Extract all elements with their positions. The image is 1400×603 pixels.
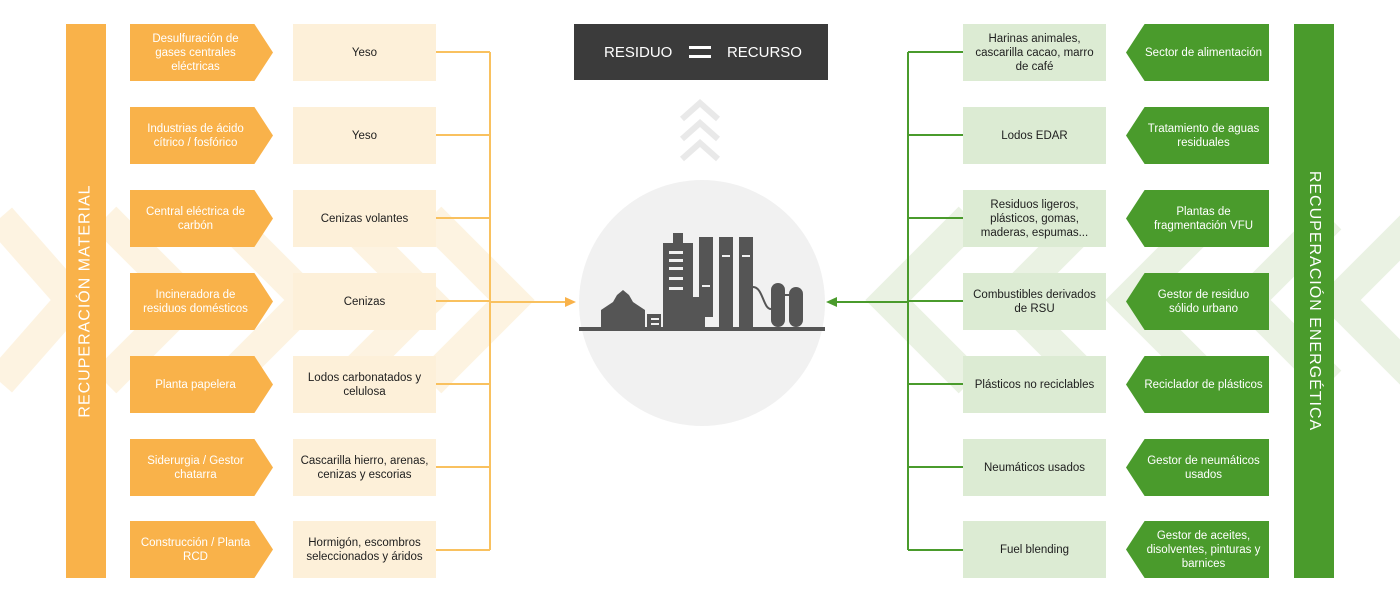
energy-residue-box: Residuos ligeros, plásticos, gomas, made…	[963, 190, 1106, 247]
material-source-box: Incineradora de residuos domésticos	[130, 273, 273, 330]
energy-source-box: Gestor de neumáticos usados	[1126, 439, 1269, 496]
energy-source-box: Gestor de aceites, disolventes, pinturas…	[1126, 521, 1269, 578]
material-source-box: Central eléctrica de carbón	[130, 190, 273, 247]
material-source-box: Siderurgia / Gestor chatarra	[130, 439, 273, 496]
chevron-up-icon	[680, 98, 720, 162]
bg-chevron-right-1	[865, 206, 982, 394]
bg-chevron-right-5	[1315, 215, 1400, 385]
left-arrowhead	[565, 297, 576, 307]
equals-icon	[688, 46, 711, 58]
energy-residue-box: Harinas animales, cascarilla cacao, marr…	[963, 24, 1106, 81]
energy-residue-box: Neumáticos usados	[963, 439, 1106, 496]
material-source-box: Planta papelera	[130, 356, 273, 413]
bg-chevron-left-5	[418, 206, 535, 394]
energy-source-box: Reciclador de plásticos	[1126, 356, 1269, 413]
energy-residue-box: Combustibles derivados de RSU	[963, 273, 1106, 330]
material-recovery-bar: RECUPERACIÓN MATERIAL	[66, 24, 106, 578]
material-residue-box: Cenizas volantes	[293, 190, 436, 247]
material-residue-box: Yeso	[293, 107, 436, 164]
material-residue-box: Cenizas	[293, 273, 436, 330]
material-source-box: Desulfuración de gases centrales eléctri…	[130, 24, 273, 81]
material-residue-box: Cascarilla hierro, arenas, cenizas y esc…	[293, 439, 436, 496]
energy-source-box: Tratamiento de aguas residuales	[1126, 107, 1269, 164]
right-arrowhead	[826, 297, 837, 307]
factory-icon	[579, 233, 825, 331]
energy-source-box: Plantas de fragmentación VFU	[1126, 190, 1269, 247]
energy-residue-box: Fuel blending	[963, 521, 1106, 578]
residue-equals-resource-banner: RESIDUO RECURSO	[574, 24, 828, 80]
energy-recovery-bar: RECUPERACIÓN ENERGÉTICA	[1294, 24, 1334, 578]
material-recovery-label: RECUPERACIÓN MATERIAL	[77, 184, 94, 418]
material-source-box: Industrias de ácido cítrico / fosfórico	[130, 107, 273, 164]
energy-source-box: Gestor de residuo sólido urbano	[1126, 273, 1269, 330]
material-residue-box: Yeso	[293, 24, 436, 81]
energy-residue-box: Plásticos no reciclables	[963, 356, 1106, 413]
banner-resource-label: RECURSO	[726, 43, 802, 61]
energy-recovery-label: RECUPERACIÓN ENERGÉTICA	[1306, 170, 1323, 432]
energy-source-box: Sector de alimentación	[1126, 24, 1269, 81]
banner-residue-label: RESIDUO	[604, 43, 673, 61]
energy-residue-box: Lodos EDAR	[963, 107, 1106, 164]
material-residue-box: Hormigón, escombros seleccionados y árid…	[293, 521, 436, 578]
material-source-box: Construcción / Planta RCD	[130, 521, 273, 578]
material-residue-box: Lodos carbonatados y celulosa	[293, 356, 436, 413]
